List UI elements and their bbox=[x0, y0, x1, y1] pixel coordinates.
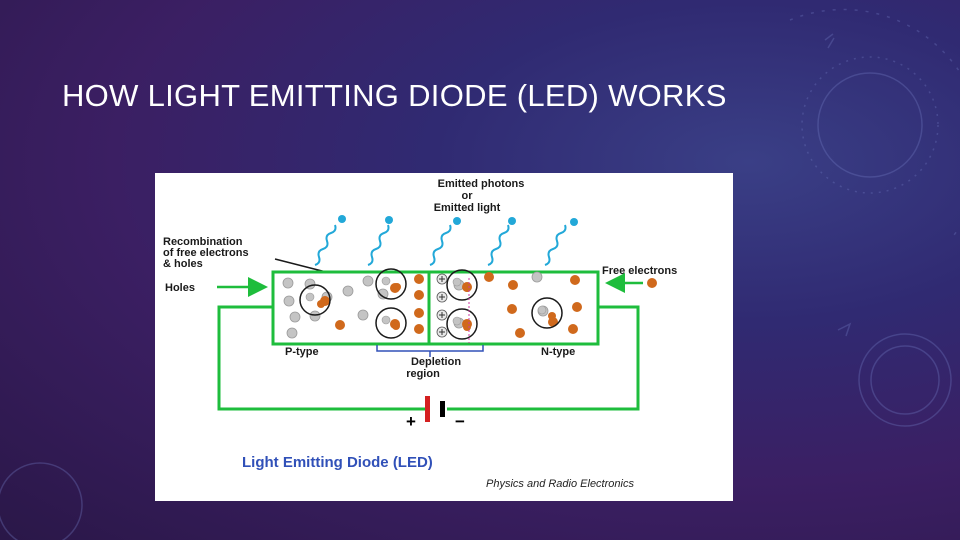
photon-dot-icon bbox=[570, 218, 578, 226]
hole-dot-icon bbox=[362, 275, 374, 287]
hole-dot-icon bbox=[282, 277, 294, 289]
electron-dot-icon bbox=[414, 308, 424, 318]
semiconductor-block bbox=[271, 270, 600, 346]
hole-dot-icon bbox=[309, 310, 321, 322]
photon-dot-icon bbox=[508, 217, 516, 225]
p-type-label: P-type bbox=[285, 346, 319, 358]
hole-dot-icon bbox=[283, 295, 295, 307]
led-diagram-svg: Emitted photons or Emitted light Recombi… bbox=[163, 178, 677, 490]
photon-dot-icon bbox=[338, 215, 346, 223]
hole-dot-icon bbox=[286, 327, 298, 339]
battery-minus-label: − bbox=[455, 412, 465, 431]
recombination-rings bbox=[299, 268, 563, 340]
battery-icon bbox=[425, 396, 445, 422]
hole-dot-icon bbox=[357, 309, 369, 321]
depletion-label-line1: Depletion bbox=[411, 356, 461, 368]
photon-dot-icon bbox=[385, 216, 393, 224]
photons-label-line3: Emitted light bbox=[434, 202, 501, 214]
electron-dot-icon bbox=[335, 320, 345, 330]
depletion-bracket bbox=[376, 345, 484, 357]
free-electrons-label: Free electrons bbox=[602, 265, 677, 277]
slide-title: HOW LIGHT EMITTING DIODE (LED) WORKS bbox=[62, 78, 727, 113]
photon-dot-icon bbox=[453, 217, 461, 225]
battery-plus-label: + bbox=[406, 412, 416, 431]
hole-dot-icon bbox=[377, 288, 389, 300]
recombination-label-line1: Recombination bbox=[163, 236, 243, 248]
electron-dot-icon bbox=[570, 275, 580, 285]
diagram-caption: Light Emitting Diode (LED) bbox=[242, 454, 433, 471]
electron-dot-icon bbox=[414, 324, 424, 334]
electron-dot-icon bbox=[568, 324, 578, 334]
depletion-label-line2: region bbox=[406, 368, 440, 380]
photon-wave-icon bbox=[367, 224, 390, 266]
hole-dot-icon bbox=[342, 285, 354, 297]
led-diagram: Emitted photons or Emitted light Recombi… bbox=[155, 173, 733, 501]
photon-wave-icon bbox=[487, 224, 510, 266]
photon-wave-icon bbox=[314, 224, 337, 266]
photon-waves bbox=[314, 215, 578, 266]
recombination-ring-icon bbox=[299, 284, 331, 316]
electron-dot-icon bbox=[647, 278, 657, 288]
electron-dot-icon bbox=[414, 290, 424, 300]
recombination-ring-icon bbox=[531, 297, 563, 329]
ion-signs bbox=[439, 276, 445, 335]
recombination-ring-icon bbox=[446, 269, 478, 301]
depletion-ions bbox=[436, 273, 448, 338]
electron-dot-icon bbox=[507, 304, 517, 314]
recombination-ring-icon bbox=[375, 307, 407, 339]
electron-dot-icon bbox=[508, 280, 518, 290]
recombination-ring-icon bbox=[446, 308, 478, 340]
hole-dot-icon bbox=[531, 271, 543, 283]
diagram-credit: Physics and Radio Electronics bbox=[486, 478, 634, 490]
electron-dot-icon bbox=[572, 302, 582, 312]
holes-label: Holes bbox=[165, 282, 195, 294]
recombination-label-line2: of free electrons bbox=[163, 247, 249, 259]
circuit-wire bbox=[217, 305, 640, 411]
n-type-label: N-type bbox=[541, 346, 575, 358]
photon-wave-icon bbox=[429, 224, 452, 266]
photon-wave-icon bbox=[544, 224, 567, 266]
hole-dot-icon bbox=[289, 311, 301, 323]
photons-label-line2: or bbox=[462, 190, 474, 202]
ring-particles bbox=[305, 276, 556, 331]
photons-label-line1: Emitted photons bbox=[438, 178, 525, 190]
electron-dot-icon bbox=[414, 274, 424, 284]
recombination-label-line3: & holes bbox=[163, 258, 203, 270]
recombination-ring-icon bbox=[375, 268, 407, 300]
electron-dot-icon bbox=[484, 272, 494, 282]
electron-dot-icon bbox=[515, 328, 525, 338]
